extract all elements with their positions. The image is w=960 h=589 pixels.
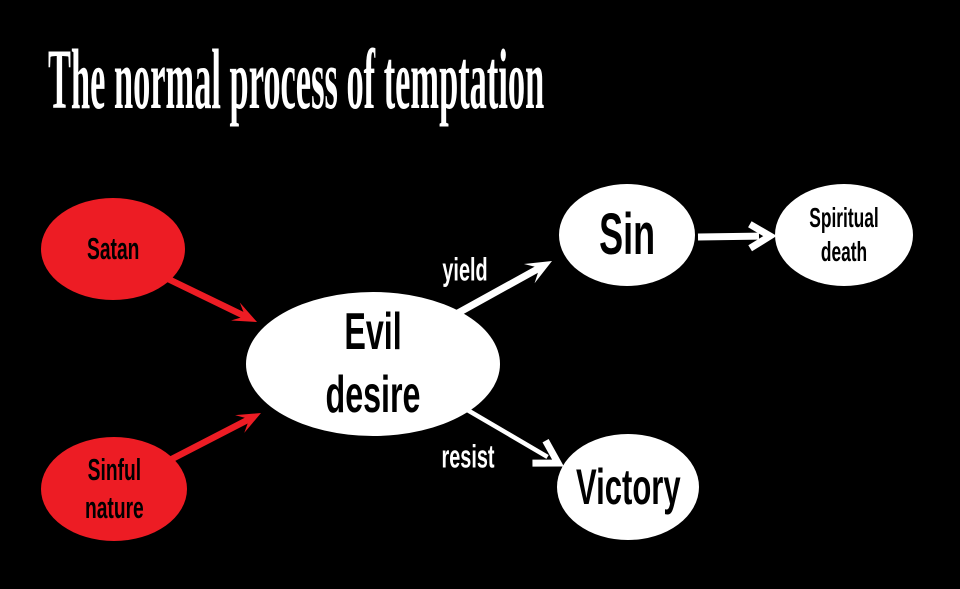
edge-satan-to-evil-desire [160, 273, 257, 322]
diagram-title: The normal process of temptation [48, 31, 545, 127]
edge-evil-desire-to-victory [462, 406, 564, 467]
node-sinful-nature: Sinful nature [41, 437, 187, 541]
node-sin: Sin [559, 184, 695, 286]
node-evil-desire-label: Evil desire [325, 302, 421, 424]
node-satan: Satan [41, 198, 185, 300]
edge-label-yield: yield [442, 251, 488, 288]
node-spiritual-death: Spiritual death [775, 184, 913, 286]
node-victory-label: Victory [575, 458, 681, 515]
node-satan-label: Satan [86, 231, 140, 267]
node-sinful-nature-label: Sinful nature [84, 452, 144, 525]
node-evil-desire: Evil desire [246, 292, 500, 436]
edge-sinful-nature-to-evil-desire [166, 413, 261, 464]
node-spiritual-death-label: Spiritual death [809, 201, 879, 267]
node-victory: Victory [557, 434, 699, 540]
edge-label-resist: resist [441, 438, 495, 475]
edge-evil-desire-to-sin [456, 261, 552, 317]
edge-sin-to-spiritual-death [697, 221, 777, 252]
node-sin-label: Sin [599, 201, 655, 267]
